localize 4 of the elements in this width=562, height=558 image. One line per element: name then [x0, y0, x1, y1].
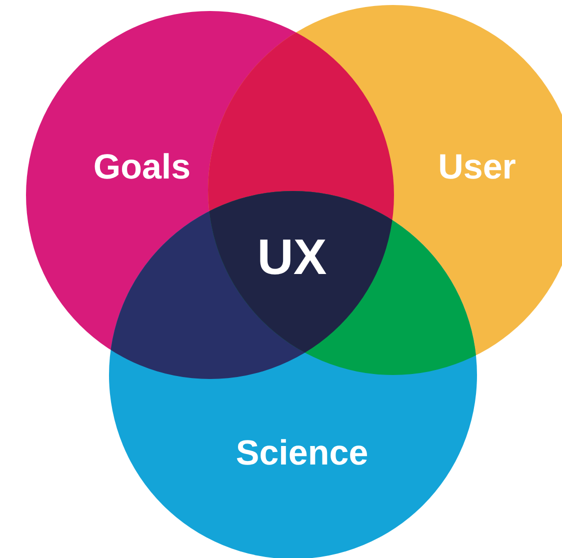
center-label: UX — [257, 232, 327, 282]
circle-label: Goals — [93, 150, 191, 184]
circle-label: Science — [236, 436, 368, 470]
circle-label: User — [438, 150, 516, 184]
